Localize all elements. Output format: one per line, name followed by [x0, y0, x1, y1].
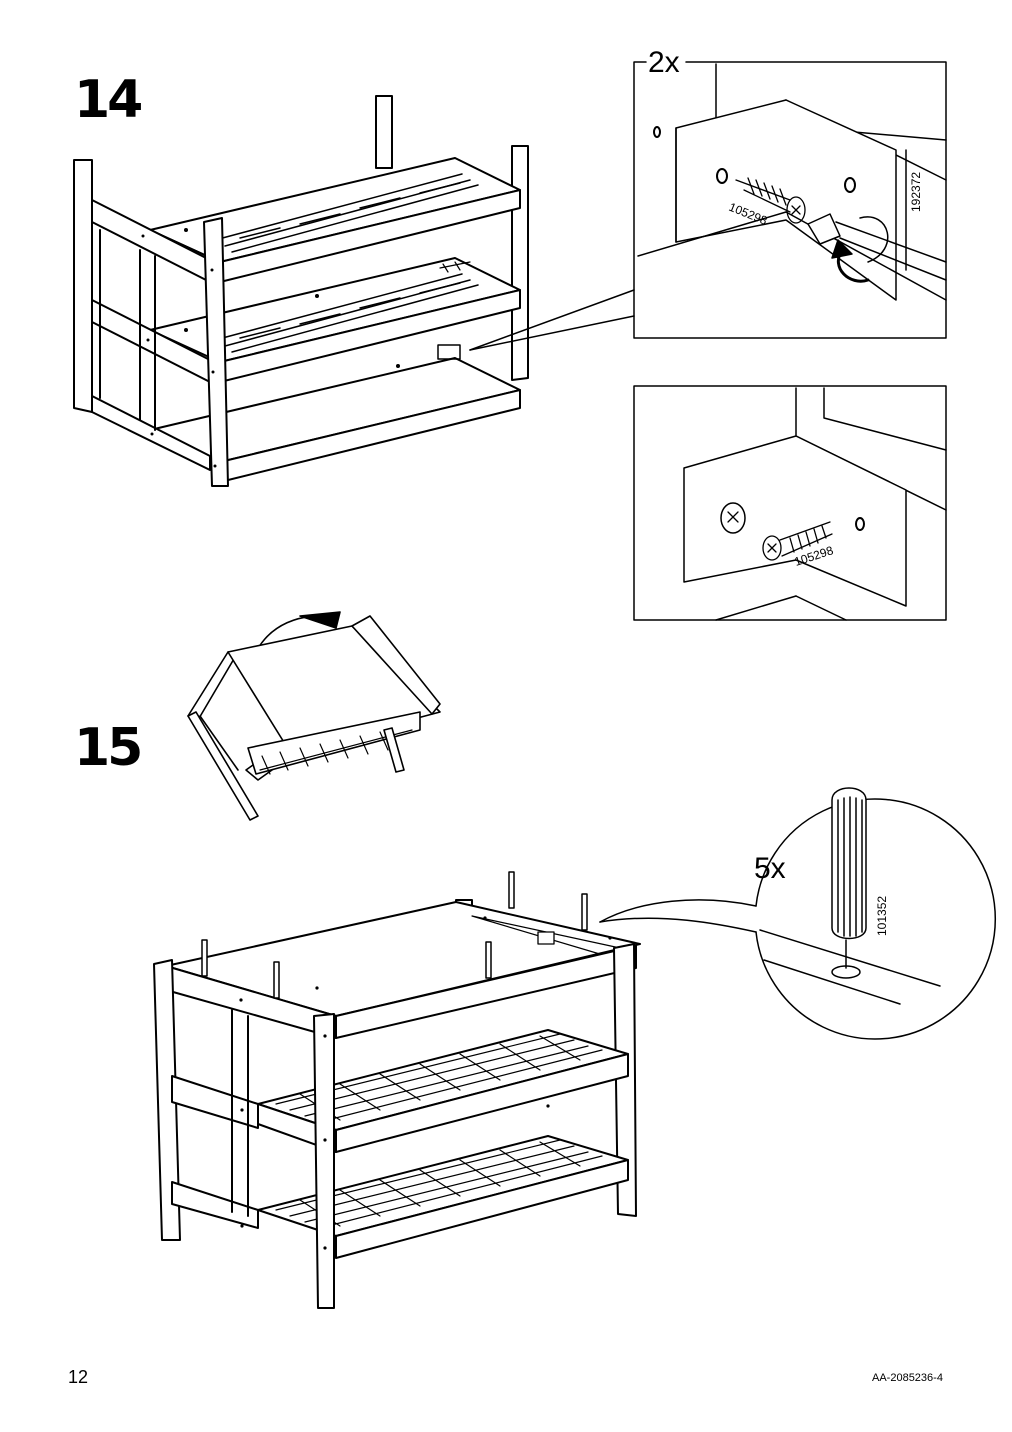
step15-dowel-detail: [755, 787, 997, 1040]
page-number: 12: [68, 1367, 89, 1387]
step15-shelf-unit: [153, 871, 757, 1309]
step14-detail-bottom: [633, 385, 947, 621]
step14-shelf-unit: [73, 95, 635, 487]
step14-qty-label: 2x: [648, 46, 680, 79]
step-number-14: 14: [74, 70, 143, 130]
step15-flip-illustration: [187, 611, 441, 821]
step14-detail-top: [633, 61, 947, 339]
step15-dowel-part-number: 101352: [875, 896, 889, 936]
step14-tool-part-number: 192372: [909, 172, 923, 212]
step15-qty-label: 5x: [754, 852, 786, 885]
step-number-15: 15: [74, 718, 143, 778]
document-code: AA-2085236-4: [872, 1372, 943, 1384]
